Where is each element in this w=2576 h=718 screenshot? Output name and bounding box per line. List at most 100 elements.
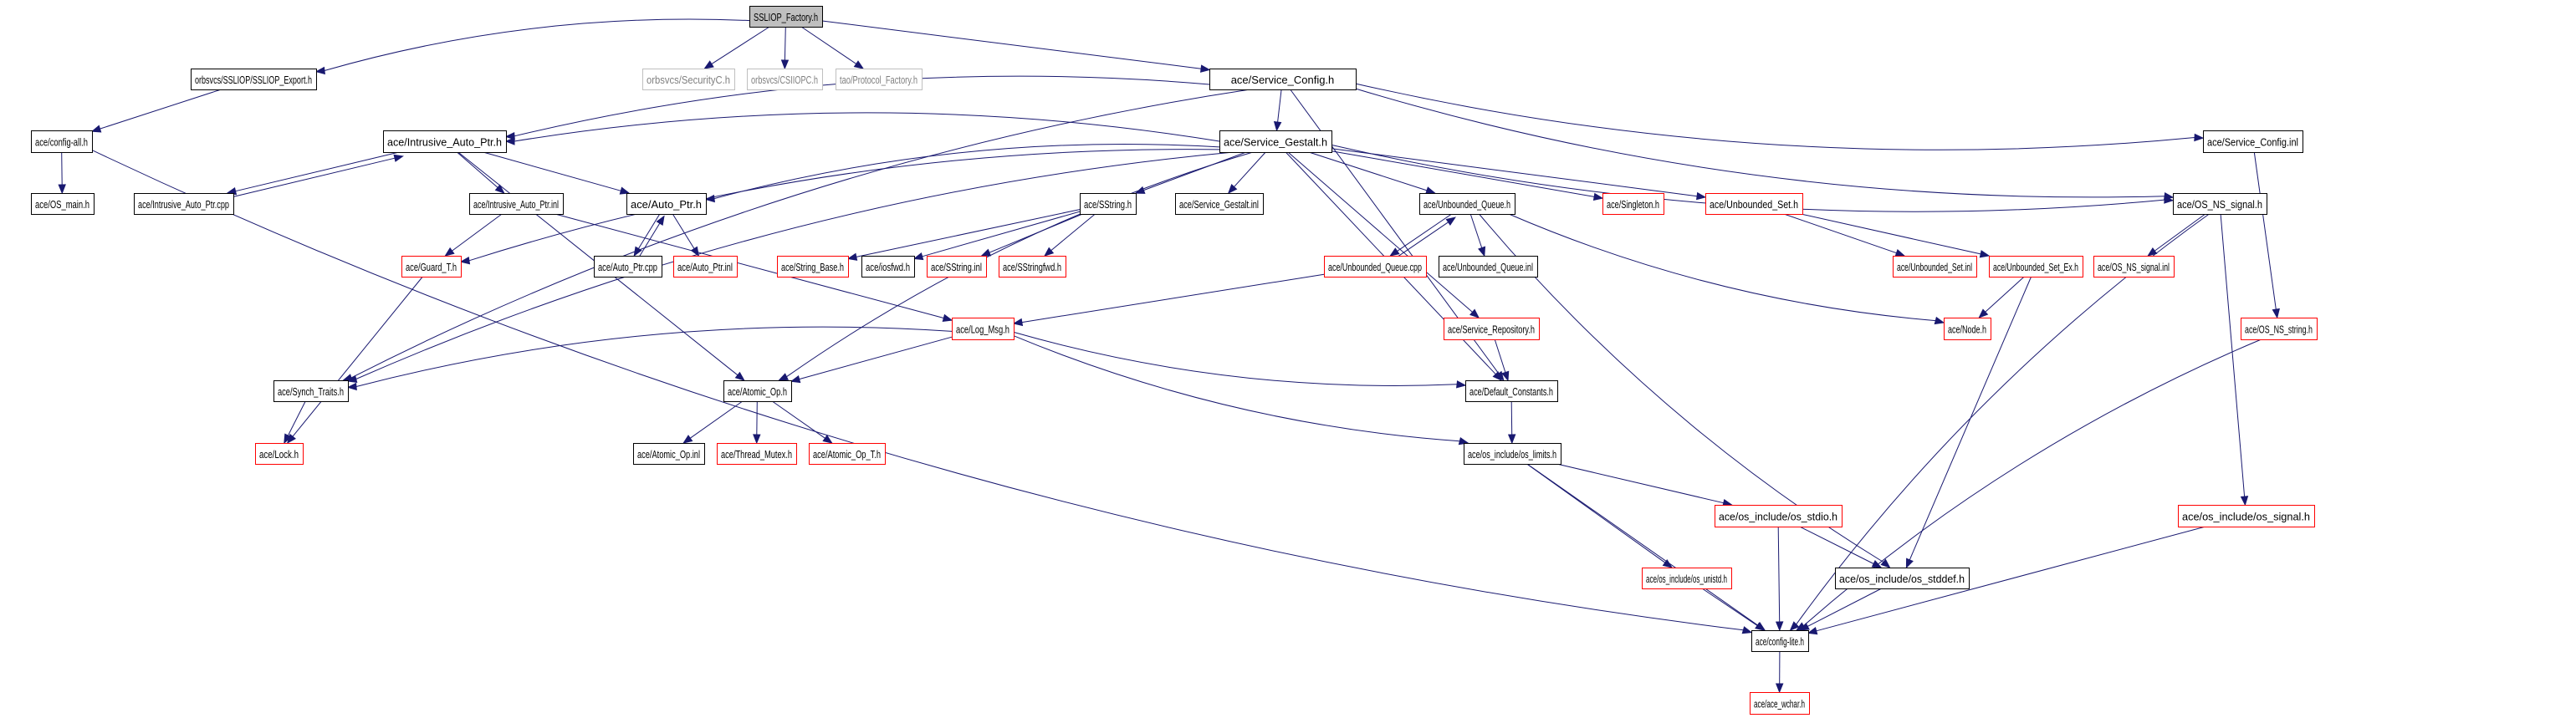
node-logmsg[interactable]: ace/Log_Msg.h <box>952 318 1015 340</box>
node-box[interactable] <box>952 318 1015 340</box>
node-box[interactable] <box>836 69 923 90</box>
node-box[interactable] <box>1419 193 1515 215</box>
node-autoptrcpp[interactable]: ace/Auto_Ptr.cpp <box>594 256 662 278</box>
node-lock[interactable]: ace/Lock.h <box>255 443 304 465</box>
node-box[interactable] <box>1219 130 1332 153</box>
node-uq[interactable]: ace/Unbounded_Queue.h <box>1419 193 1515 215</box>
node-atomicinl[interactable]: ace/Atomic_Op.inl <box>633 443 705 465</box>
node-box[interactable] <box>749 6 823 28</box>
node-osunistd[interactable]: ace/os_include/os_unistd.h <box>1642 568 1732 589</box>
node-uqcpp[interactable]: ace/Unbounded_Queue.cpp <box>1324 256 1427 278</box>
node-svcrepo[interactable]: ace/Service_Repository.h <box>1444 318 1540 340</box>
node-iapcpp[interactable]: ace/Intrusive_Auto_Ptr.cpp <box>134 193 234 215</box>
node-box[interactable] <box>861 256 915 278</box>
node-box[interactable] <box>2093 256 2175 278</box>
node-box[interactable] <box>1464 443 1561 465</box>
node-synch[interactable]: ace/Synch_Traits.h <box>273 380 349 402</box>
node-box[interactable] <box>1080 193 1137 215</box>
node-us[interactable]: ace/Unbounded_Set.h <box>1705 193 1803 215</box>
node-box[interactable] <box>747 69 823 90</box>
node-box[interactable] <box>999 256 1066 278</box>
node-atomic[interactable]: ace/Atomic_Op.h <box>723 380 792 402</box>
node-box[interactable] <box>2178 505 2315 527</box>
node-box[interactable] <box>723 380 792 402</box>
node-oslimits[interactable]: ace/os_include/os_limits.h <box>1464 443 1561 465</box>
node-box[interactable] <box>673 256 738 278</box>
node-box[interactable] <box>191 69 317 90</box>
node-box[interactable] <box>1642 568 1732 589</box>
node-box[interactable] <box>777 256 849 278</box>
node-autoptr[interactable]: ace/Auto_Ptr.h <box>626 193 707 215</box>
node-sstringfwd[interactable]: ace/SStringfwd.h <box>999 256 1066 278</box>
node-box[interactable] <box>1751 630 1809 652</box>
node-box[interactable] <box>1835 568 1970 589</box>
node-gestalt[interactable]: ace/Service_Gestalt.h <box>1219 130 1332 153</box>
node-box[interactable] <box>1324 256 1427 278</box>
node-osstdio[interactable]: ace/os_include/os_stdio.h <box>1715 505 1843 527</box>
node-ossignal[interactable]: ace/os_include/os_signal.h <box>2178 505 2315 527</box>
node-osmain[interactable]: ace/OS_main.h <box>31 193 95 215</box>
node-box[interactable] <box>626 193 707 215</box>
node-box[interactable] <box>927 256 987 278</box>
node-box[interactable] <box>717 443 797 465</box>
node-nssignal[interactable]: ace/OS_NS_signal.h <box>2173 193 2267 215</box>
node-cfgall[interactable]: ace/config-all.h <box>31 130 93 153</box>
node-strbase[interactable]: ace/String_Base.h <box>777 256 849 278</box>
node-box[interactable] <box>1944 318 1991 340</box>
node-box[interactable] <box>1439 256 1538 278</box>
node-box[interactable] <box>2241 318 2318 340</box>
node-box[interactable] <box>1175 193 1264 215</box>
node-box[interactable] <box>255 443 304 465</box>
node-singleton[interactable]: ace/Singleton.h <box>1602 193 1664 215</box>
node-thrmutex[interactable]: ace/Thread_Mutex.h <box>717 443 797 465</box>
node-box[interactable] <box>469 193 564 215</box>
node-cfglite[interactable]: ace/config-lite.h <box>1751 630 1809 652</box>
node-svccfginl[interactable]: ace/Service_Config.inl <box>2203 130 2303 153</box>
node-box[interactable] <box>1705 193 1803 215</box>
node-box[interactable] <box>594 256 662 278</box>
node-secc[interactable]: orbsvcs/SecurityC.h <box>642 69 735 90</box>
node-defconst[interactable]: ace/Default_Constants.h <box>1465 380 1558 402</box>
node-uqinl[interactable]: ace/Unbounded_Queue.inl <box>1439 256 1538 278</box>
node-root[interactable]: SSLIOP_Factory.h <box>749 6 823 28</box>
node-box[interactable] <box>134 193 234 215</box>
node-box[interactable] <box>1989 256 2083 278</box>
node-box[interactable] <box>383 130 507 153</box>
node-box[interactable] <box>1715 505 1843 527</box>
node-sslexp[interactable]: orbsvcs/SSLIOP/SSLIOP_Export.h <box>191 69 317 90</box>
node-iap[interactable]: ace/Intrusive_Auto_Ptr.h <box>383 130 507 153</box>
node-box[interactable] <box>1602 193 1664 215</box>
node-box[interactable] <box>31 130 93 153</box>
node-box[interactable] <box>31 193 95 215</box>
node-node[interactable]: ace/Node.h <box>1944 318 1991 340</box>
node-box[interactable] <box>1465 380 1558 402</box>
node-gestaltinl[interactable]: ace/Service_Gestalt.inl <box>1175 193 1264 215</box>
node-sstring[interactable]: ace/SString.h <box>1080 193 1137 215</box>
node-guard[interactable]: ace/Guard_T.h <box>401 256 462 278</box>
node-nsstring[interactable]: ace/OS_NS_string.h <box>2241 318 2318 340</box>
node-osstddef[interactable]: ace/os_include/os_stddef.h <box>1835 568 1970 589</box>
node-box[interactable] <box>2173 193 2267 215</box>
node-box[interactable] <box>1444 318 1540 340</box>
node-box[interactable] <box>633 443 705 465</box>
node-nssignalinl[interactable]: ace/OS_NS_signal.inl <box>2093 256 2175 278</box>
node-svccfg[interactable]: ace/Service_Config.h <box>1209 69 1357 90</box>
node-iosfwd[interactable]: ace/iosfwd.h <box>861 256 915 278</box>
node-usex[interactable]: ace/Unbounded_Set_Ex.h <box>1989 256 2083 278</box>
node-box[interactable] <box>1893 256 1977 278</box>
node-box[interactable] <box>642 69 735 90</box>
node-box[interactable] <box>2203 130 2303 153</box>
node-sstringinl[interactable]: ace/SString.inl <box>927 256 987 278</box>
node-box[interactable] <box>809 443 886 465</box>
node-protof[interactable]: tao/Protocol_Factory.h <box>836 69 923 90</box>
node-box[interactable] <box>1209 69 1357 90</box>
node-wchar[interactable]: ace/ace_wchar.h <box>1750 692 1810 715</box>
node-box[interactable] <box>273 380 349 402</box>
node-box[interactable] <box>401 256 462 278</box>
node-iapinl[interactable]: ace/Intrusive_Auto_Ptr.inl <box>469 193 564 215</box>
node-box[interactable] <box>1750 692 1810 715</box>
node-atomict[interactable]: ace/Atomic_Op_T.h <box>809 443 886 465</box>
node-autoptrinl[interactable]: ace/Auto_Ptr.inl <box>673 256 738 278</box>
node-csiiopc[interactable]: orbsvcs/CSIIOPC.h <box>747 69 823 90</box>
node-usinl[interactable]: ace/Unbounded_Set.inl <box>1893 256 1977 278</box>
